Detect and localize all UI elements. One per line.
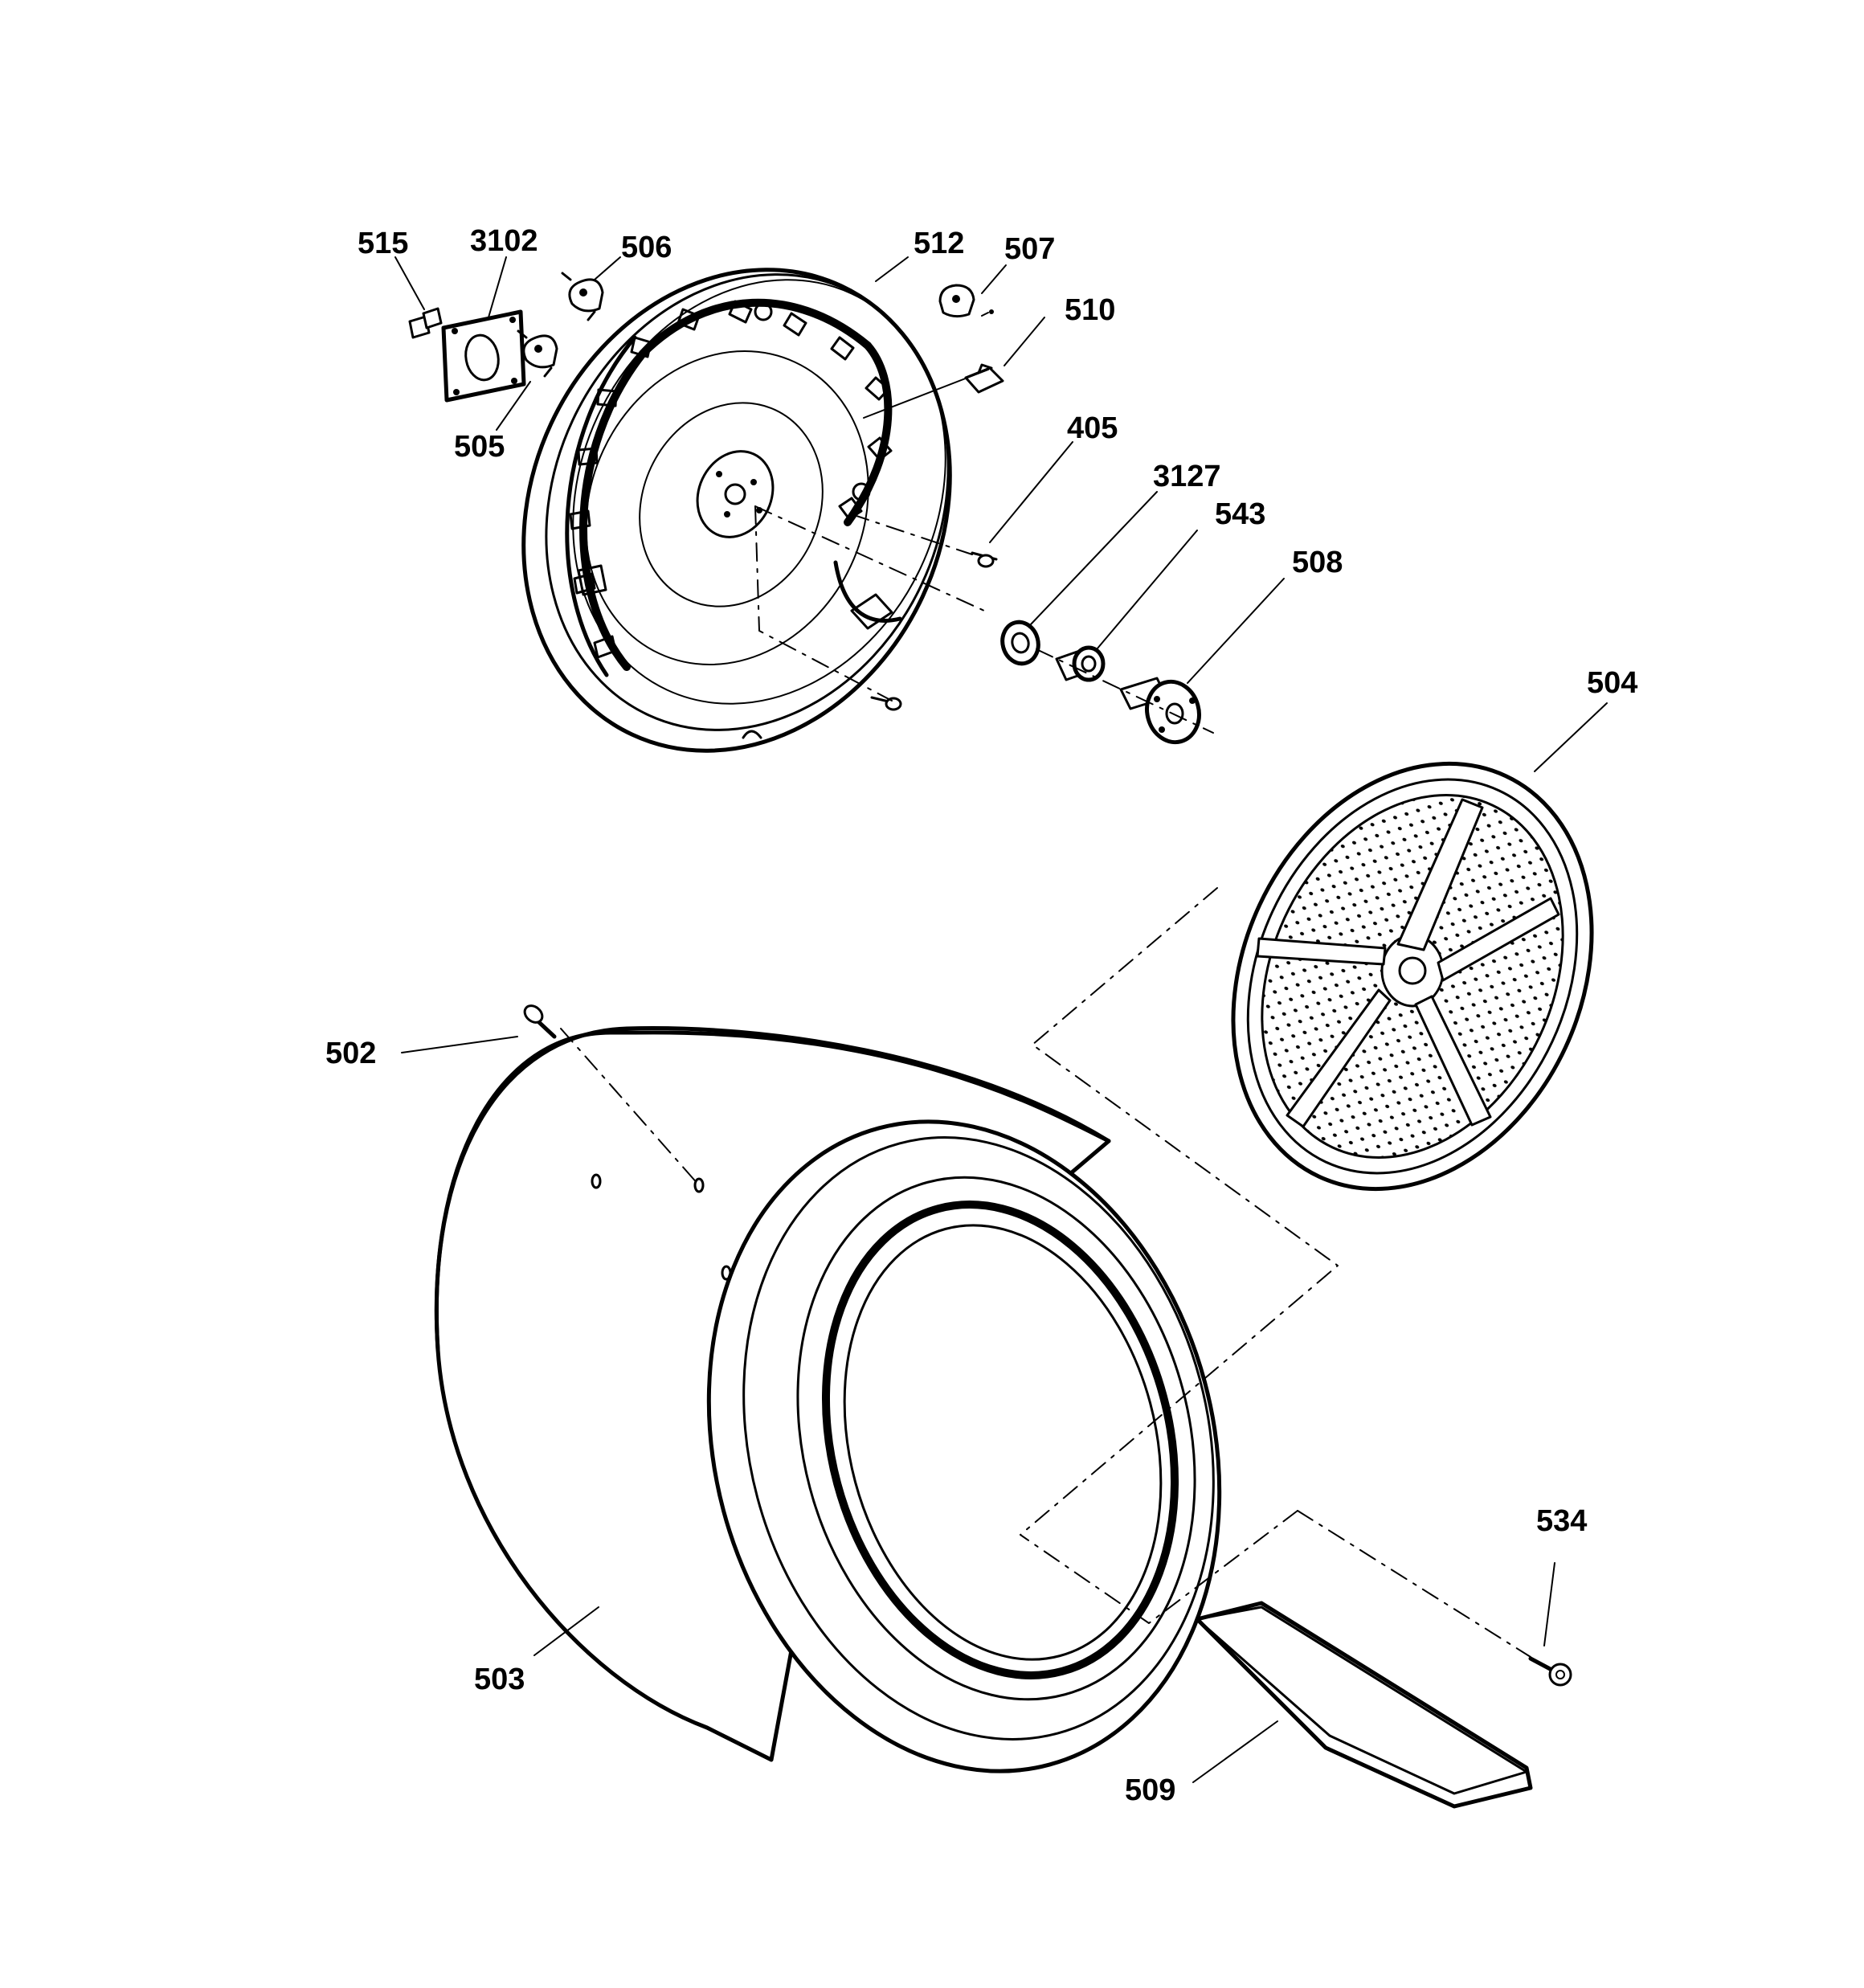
callout-503: 503	[474, 1663, 525, 1696]
drum-part-503	[434, 1026, 1222, 1773]
drum-rear-head-part-504	[1231, 761, 1594, 1192]
callout-509: 509	[1125, 1773, 1175, 1807]
callout-510: 510	[1065, 293, 1115, 327]
thermostat-part-506	[561, 272, 604, 321]
cover-plate-part-3102	[441, 309, 526, 403]
screw-part-502	[523, 1004, 557, 1039]
thermal-fuse-part-507	[938, 284, 994, 318]
callout-534: 534	[1536, 1504, 1587, 1538]
screw-bulkhead-lower	[870, 696, 902, 711]
callout-504: 504	[1587, 666, 1637, 700]
leader-lines	[394, 256, 1608, 1783]
callout-508: 508	[1292, 546, 1343, 579]
callout-512: 512	[914, 227, 964, 260]
callout-3102: 3102	[470, 224, 538, 258]
washer-part-3127	[1000, 620, 1040, 666]
clip-part-515	[408, 307, 443, 339]
screw-part-534	[1528, 1656, 1572, 1687]
assembly-dashed-lines	[560, 505, 1531, 1658]
callout-507: 507	[1004, 232, 1055, 266]
thermostat-part-505	[517, 329, 558, 378]
callout-3127: 3127	[1153, 460, 1221, 493]
callout-405: 405	[1067, 411, 1118, 445]
callout-502: 502	[325, 1037, 376, 1070]
baffle-part-509	[1195, 1601, 1533, 1809]
bearing-part-543	[1055, 645, 1106, 682]
screw-part-405	[971, 551, 998, 568]
callout-515: 515	[358, 227, 408, 260]
shaft-part-508	[1119, 677, 1201, 745]
callout-543: 543	[1215, 497, 1265, 531]
rear-bulkhead-heater-assembly	[521, 268, 952, 753]
callout-506: 506	[621, 231, 672, 264]
bracket-part-510	[964, 363, 1004, 394]
callout-505: 505	[454, 430, 505, 464]
